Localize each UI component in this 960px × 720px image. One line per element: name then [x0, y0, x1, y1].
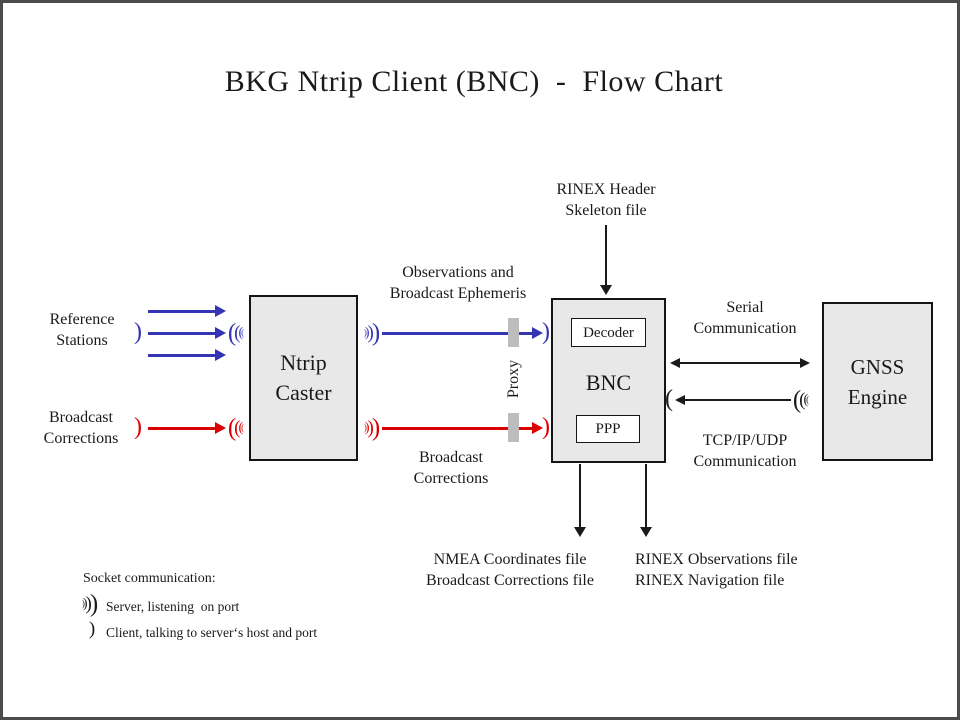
rinex-header-arrow [600, 225, 612, 295]
ntrip-caster-label-line1: Ntrip [280, 350, 327, 375]
decoder-label: Decoder [583, 324, 634, 341]
tcp-arrow [675, 394, 791, 406]
ppp-box: PPP [576, 415, 640, 443]
obs-ephemeris-arrow [382, 327, 543, 339]
tcp-line2: Communication [693, 453, 797, 470]
ntrip-caster-label-line2: Caster [275, 380, 332, 405]
tcp-line1: TCP/IP/UDP [702, 432, 788, 449]
client-socket-icon: ( [665, 386, 673, 412]
rinex-header-line2: Skeleton file [565, 202, 647, 219]
nmea-files-line2: Broadcast Corrections file [426, 572, 594, 589]
rinex-files-line1: RINEX Observations file [635, 551, 798, 568]
legend-client-label: Client, talking to server‘s host and por… [106, 625, 318, 640]
ntrip-caster-box: Ntrip Caster [249, 295, 358, 461]
rinex-output-arrow [640, 464, 652, 537]
reference-stations-label: Reference Stations [22, 309, 142, 351]
broadcast-corrections-line2: Corrections [413, 470, 489, 487]
server-socket-icon: (((( [227, 319, 245, 347]
reference-station-arrow [148, 349, 226, 361]
client-socket-icon: ) [542, 414, 550, 440]
legend-server-label: Server, listening on port [106, 599, 240, 614]
reference-station-arrow [148, 327, 226, 339]
nmea-files-label: NMEA Coordinates file Broadcast Correcti… [400, 549, 620, 591]
obs-ephemeris-label: Observations and Broadcast Ephemeris [358, 262, 558, 304]
obs-ephemeris-line1: Observations and [402, 264, 514, 281]
server-socket-icon: )))) [363, 414, 381, 442]
bnc-label: BNC [585, 370, 632, 395]
broadcast-corrections-line1: Broadcast [419, 449, 483, 466]
gnss-engine-box: GNSS Engine [822, 302, 933, 461]
broadcast-corrections-source-label: Broadcast Corrections [21, 407, 141, 449]
serial-communication-label: Serial Communication [675, 297, 815, 339]
bnc-box: Decoder BNC PPP [551, 298, 666, 463]
serial-line1: Serial [726, 299, 764, 316]
rinex-files-label: RINEX Observations file RINEX Navigation… [635, 549, 845, 591]
legend-heading: Socket communication: [83, 571, 216, 586]
nmea-files-line1: NMEA Coordinates file [433, 551, 587, 568]
server-socket-icon: (((( [792, 386, 810, 414]
broadcast-corrections-src-line2: Corrections [43, 430, 119, 447]
client-socket-icon: ) [134, 319, 142, 345]
page-title: BKG Ntrip Client (BNC) - Flow Chart [224, 65, 724, 98]
broadcast-corrections-label: Broadcast Corrections [391, 447, 511, 489]
server-socket-icon: )))) [81, 590, 99, 618]
gnss-engine-label-line2: Engine [847, 384, 908, 409]
obs-ephemeris-line2: Broadcast Ephemeris [389, 285, 527, 302]
decoder-box: Decoder [571, 318, 646, 347]
client-socket-icon: ) [134, 414, 142, 440]
serial-line2: Communication [693, 320, 797, 337]
reference-station-arrow [148, 305, 226, 317]
client-socket-icon: ) [542, 319, 550, 345]
nmea-output-arrow [574, 464, 586, 537]
proxy-bar-bottom [508, 413, 519, 442]
rinex-header-line1: RINEX Header [556, 181, 656, 198]
rinex-header-label: RINEX Header Skeleton file [526, 179, 686, 221]
reference-stations-line2: Stations [56, 332, 108, 349]
client-socket-icon: ) [88, 618, 96, 640]
tcp-communication-label: TCP/IP/UDP Communication [675, 430, 815, 472]
ppp-label: PPP [595, 421, 621, 437]
serial-arrow [670, 357, 810, 369]
reference-stations-line1: Reference [49, 311, 115, 328]
server-socket-icon: )))) [363, 319, 381, 347]
gnss-engine-label-line1: GNSS [850, 354, 905, 379]
broadcast-corrections-src-line1: Broadcast [49, 409, 113, 426]
broadcast-corrections-arrow [148, 422, 226, 434]
proxy-label: Proxy [505, 359, 522, 399]
corrections-stream-arrow [382, 422, 543, 434]
proxy-bar-top [508, 318, 519, 347]
server-socket-icon: (((( [227, 414, 245, 442]
rinex-files-line2: RINEX Navigation file [635, 572, 785, 589]
